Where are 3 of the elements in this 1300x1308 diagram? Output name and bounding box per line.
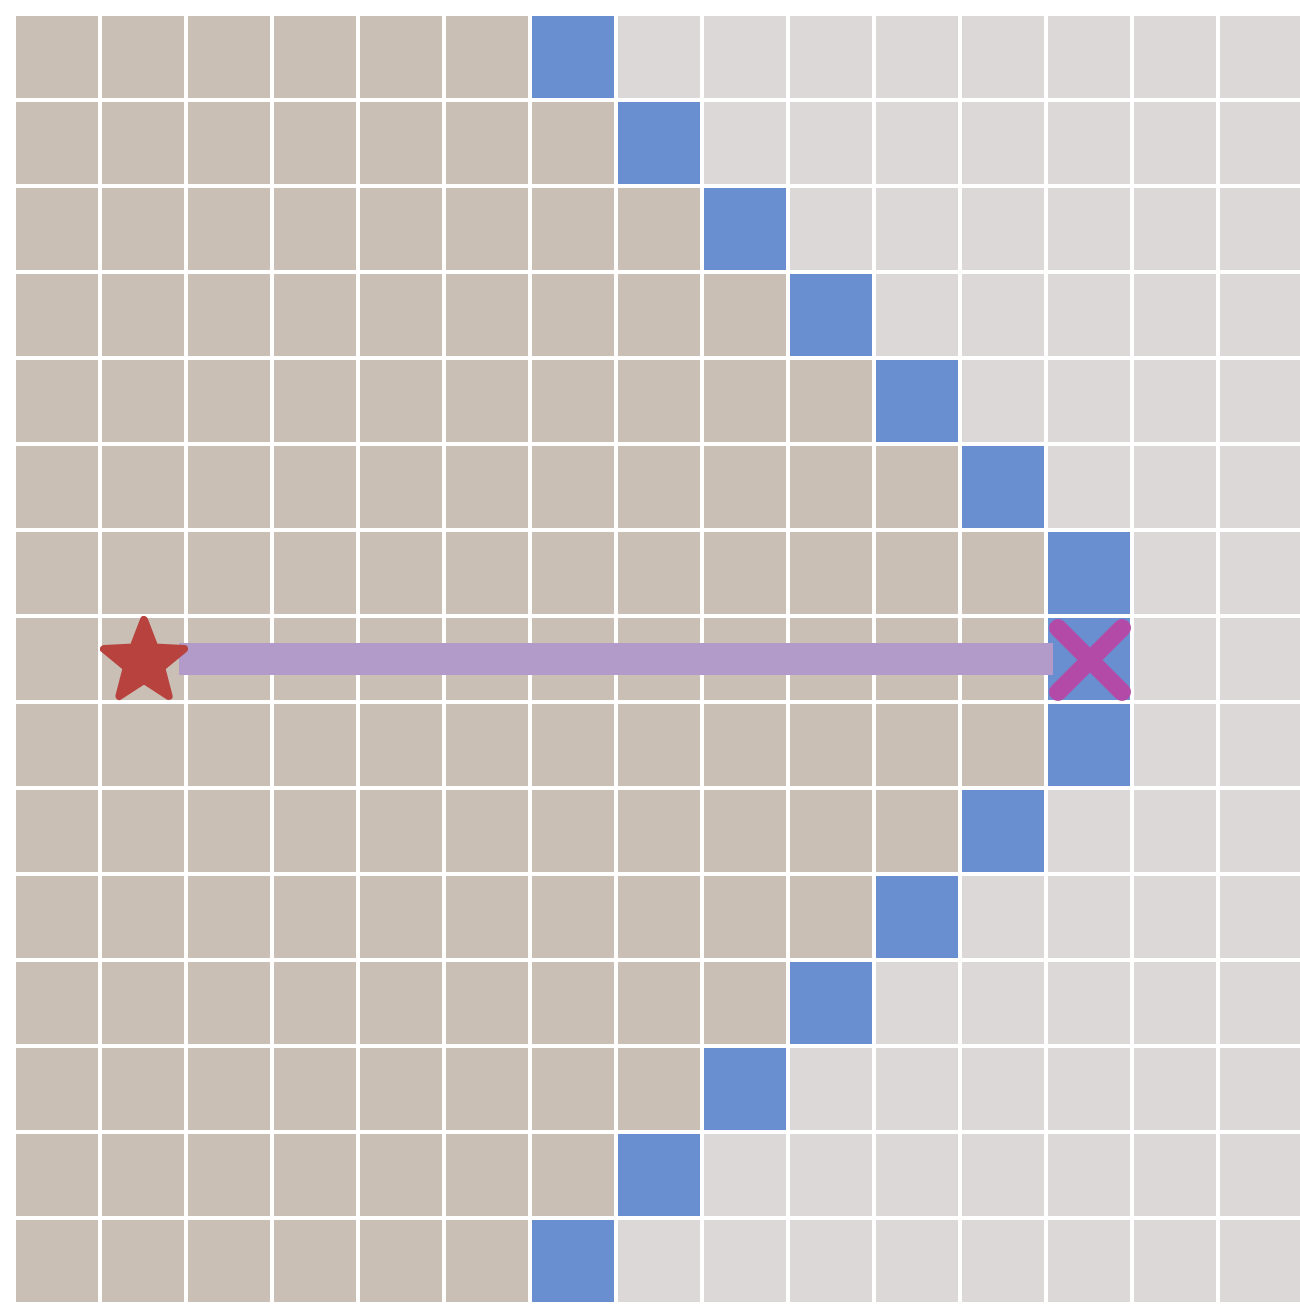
start-star-icon — [99, 615, 187, 703]
goal-cross-icon — [1045, 615, 1133, 703]
path-line — [179, 643, 1053, 675]
